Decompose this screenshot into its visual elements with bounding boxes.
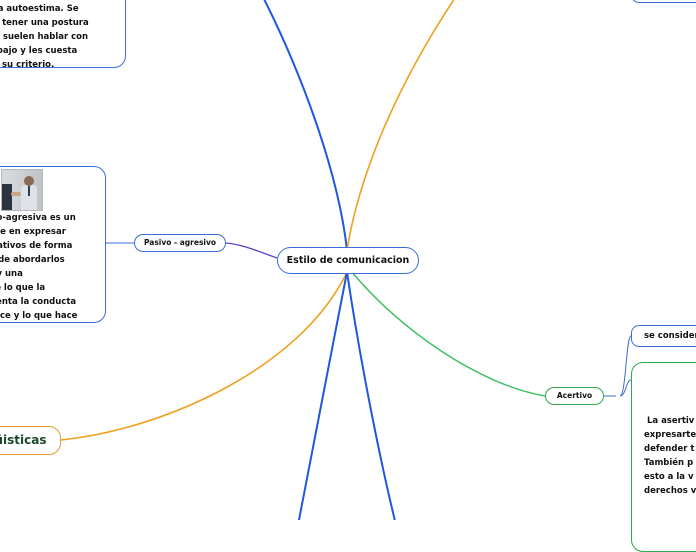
text-line: expresarte xyxy=(644,430,696,440)
edge-root-to-top-left xyxy=(263,0,348,251)
text-line: defender t xyxy=(644,444,695,454)
linguisticas-node[interactable]: üisticas xyxy=(0,426,61,455)
text-line: r de abordarlos xyxy=(0,255,65,265)
acertivo-node[interactable]: Acertivo xyxy=(545,387,604,405)
text-line: ay una xyxy=(0,269,23,279)
text-line: También p xyxy=(644,458,694,468)
top-right-node-stub[interactable] xyxy=(631,0,696,3)
handshake-photo xyxy=(1,169,43,211)
text-line: La asertiv xyxy=(644,416,695,426)
text-line: baja autoestima. Se xyxy=(0,4,79,14)
edge-acertivo-bracket xyxy=(604,335,632,397)
edge-root-to-bottom-right xyxy=(346,271,396,520)
text-line: senta la conducta xyxy=(0,297,77,307)
edge-root-to-acertivo xyxy=(351,271,546,397)
asertiva-detail-node[interactable]: La asertiv expresarte defender t También… xyxy=(631,362,696,552)
text-line: re lo que la xyxy=(0,283,46,293)
text-line: por tener una postura xyxy=(0,18,89,28)
edge-root-to-top-right xyxy=(346,0,455,251)
root-node-estilo-de-comunicacion[interactable]: Estilo de comunicacion xyxy=(277,247,419,274)
text-line: vo-agresiva es un xyxy=(0,213,76,223)
pasivo-detail-node[interactable]: vo-agresiva es un ste en expresar gativo… xyxy=(0,166,106,323)
top-left-text-node[interactable]: baja autoestima. Se por tener una postur… xyxy=(0,0,126,68)
edge-root-to-bottom-left xyxy=(297,271,348,520)
text-line: der su criterio. xyxy=(0,60,55,68)
edge-root-to-linguisticas xyxy=(60,271,348,441)
text-line: dice y lo que hace xyxy=(0,311,78,321)
text-line: oz bajo y les cuesta xyxy=(0,46,78,56)
text-line: ste en expresar xyxy=(0,227,66,237)
text-line: esto a la v xyxy=(644,472,694,482)
pasivo-agresivo-node[interactable]: Pasivo - agresivo xyxy=(134,234,226,252)
edge-root-to-pasivo xyxy=(225,242,278,259)
text-line: gativos de forma xyxy=(0,241,73,251)
considera-node[interactable]: se consider xyxy=(631,325,696,347)
text-line: isa, suelen hablar con xyxy=(0,32,89,42)
connector-lines xyxy=(60,0,632,520)
text-line: derechos v xyxy=(644,486,696,496)
